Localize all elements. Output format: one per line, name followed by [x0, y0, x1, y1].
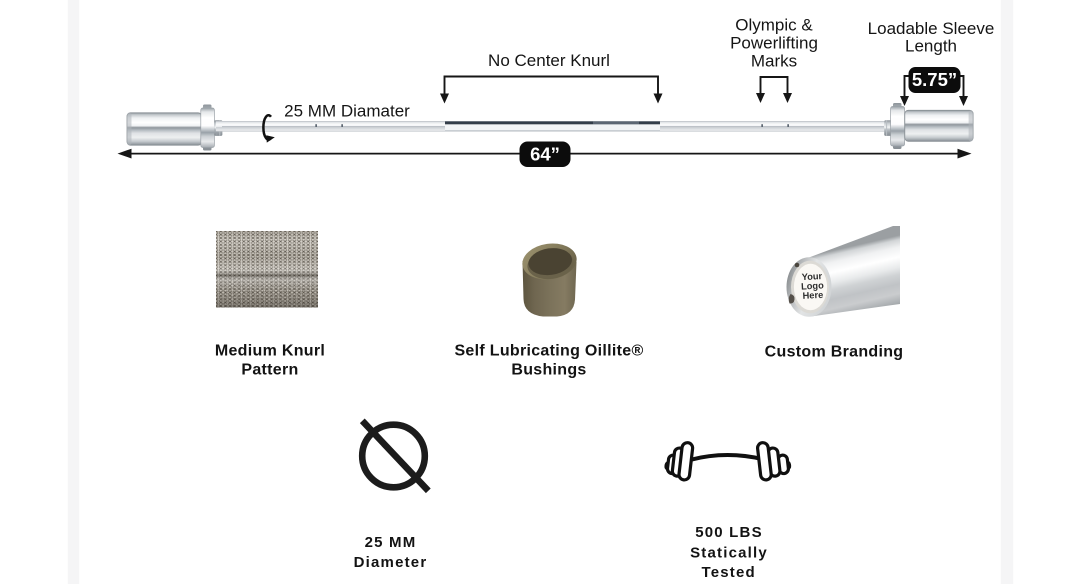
svg-text:Bushings: Bushings — [511, 362, 586, 379]
svg-text:Statically: Statically — [690, 544, 768, 561]
svg-text:25 MM Diamater: 25 MM Diamater — [284, 102, 410, 121]
svg-text:Powerlifting: Powerlifting — [730, 34, 818, 53]
svg-text:Custom Branding: Custom Branding — [765, 344, 904, 361]
svg-text:25 MM: 25 MM — [365, 534, 417, 551]
svg-text:Medium Knurl: Medium Knurl — [215, 343, 325, 360]
svg-text:Length: Length — [905, 37, 957, 56]
svg-text:500 LBS: 500 LBS — [695, 524, 763, 541]
svg-text:Logo: Logo — [801, 280, 825, 291]
svg-text:Marks: Marks — [751, 52, 797, 71]
svg-text:Olympic &: Olympic & — [735, 16, 813, 35]
svg-text:Diameter: Diameter — [354, 554, 428, 571]
svg-text:No Center Knurl: No Center Knurl — [488, 51, 610, 70]
svg-text:64”: 64” — [530, 144, 560, 165]
svg-text:Pattern: Pattern — [241, 362, 298, 379]
svg-text:Self Lubricating Oillite®: Self Lubricating Oillite® — [454, 343, 643, 360]
svg-text:Your: Your — [801, 271, 822, 282]
svg-text:Loadable Sleeve: Loadable Sleeve — [868, 19, 995, 38]
svg-text:Tested: Tested — [701, 564, 755, 581]
svg-text:Here: Here — [802, 290, 823, 301]
svg-text:5.75”: 5.75” — [912, 69, 957, 90]
